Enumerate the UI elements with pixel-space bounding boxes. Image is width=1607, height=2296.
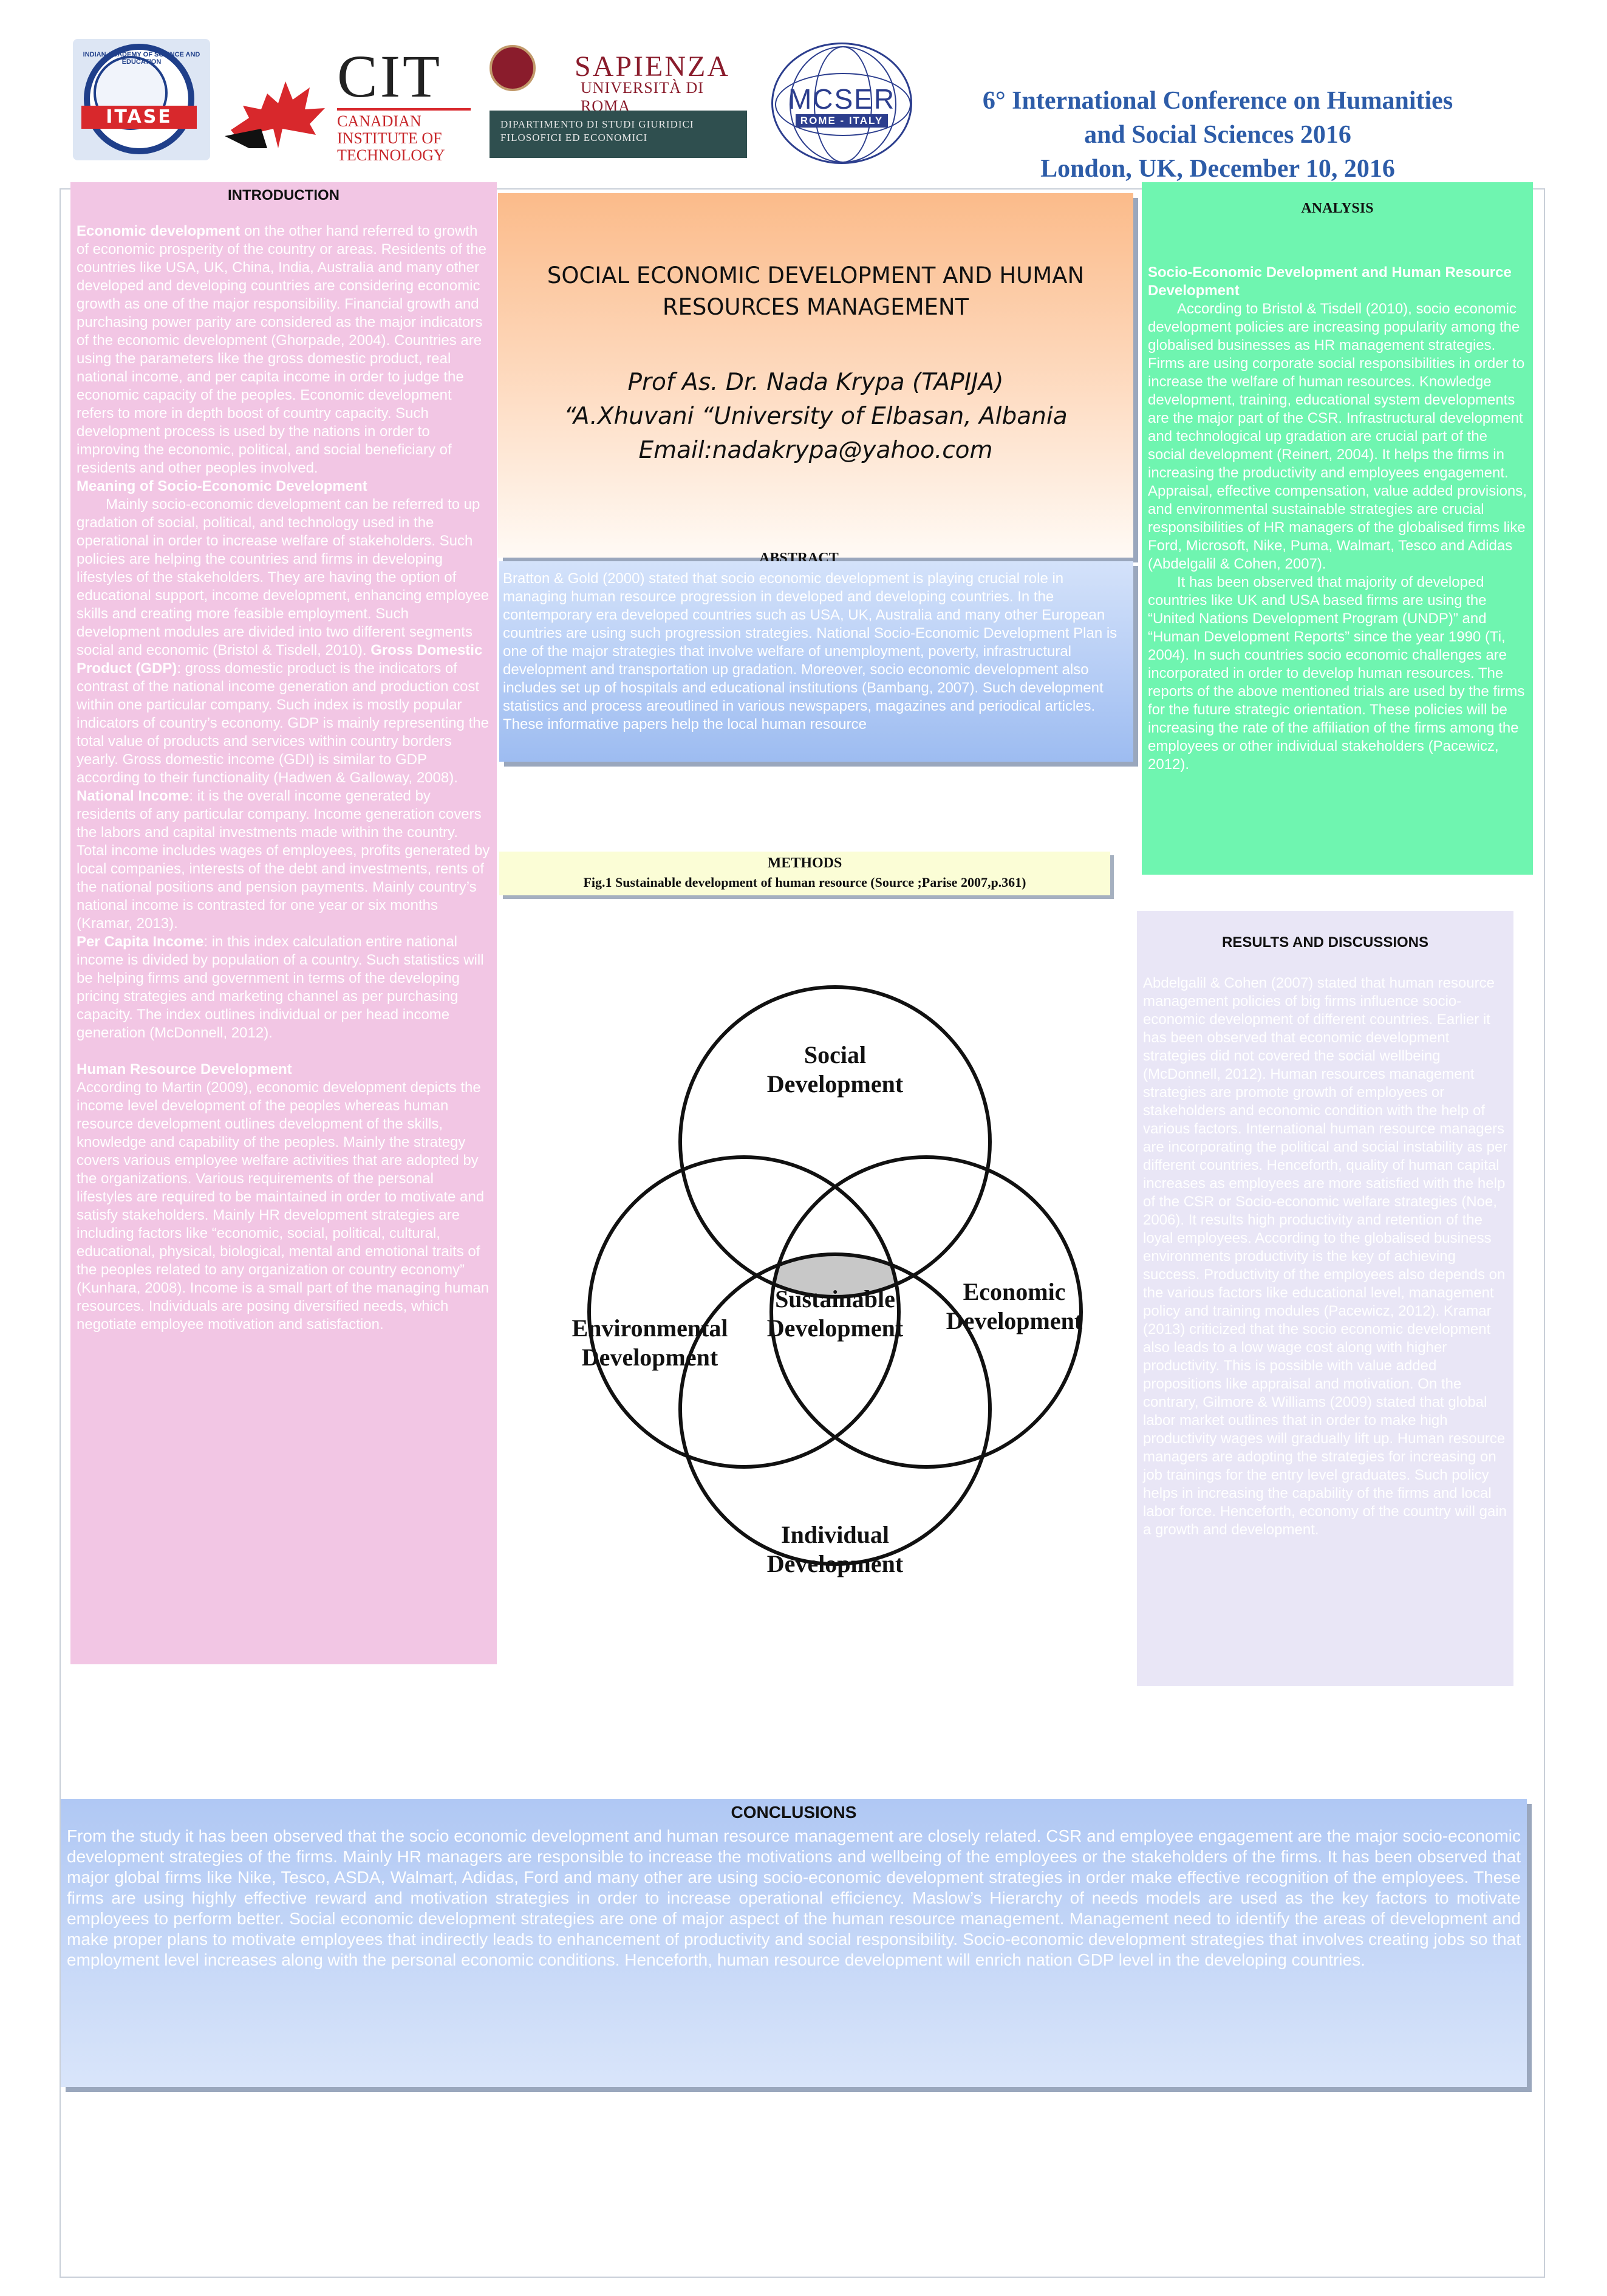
- author-block: Prof As. Dr. Nada Krypa (TAPIJA) “A.Xhuv…: [498, 366, 1133, 468]
- introduction-title: INTRODUCTION: [228, 187, 339, 203]
- author-name: Prof As. Dr. Nada Krypa (TAPIJA): [627, 369, 1004, 396]
- sapienza-logo: SAPIENZA UNIVERSITÀ DI ROMA DIPARTIMENTO…: [490, 45, 747, 158]
- intro-term-gdp: Gross Domestic Product (GDP): [77, 642, 483, 677]
- cit-logo: CIT CANADIAN INSTITUTE OF TECHNOLOGY: [225, 43, 474, 166]
- intro-heading-socio-economic: Meaning of Socio-Economic Development: [77, 478, 367, 494]
- itase-logo: INDIAN ACADEMY OF SCIENCE AND EDUCATION …: [73, 39, 210, 160]
- label-center-1: Sustainable: [775, 1285, 895, 1313]
- itase-ring-text: INDIAN ACADEMY OF SCIENCE AND EDUCATION: [83, 51, 200, 66]
- sapienza-seal-icon: [490, 45, 536, 91]
- intro-paragraph-4: : in this index calculation entire natio…: [77, 934, 484, 1041]
- label-social-1: Social: [804, 1041, 866, 1068]
- venn-diagram: Social Development Economic Development …: [571, 985, 1083, 1577]
- introduction-panel: INTRODUCTION Economic development on the…: [70, 182, 497, 1664]
- label-social-2: Development: [767, 1070, 904, 1098]
- conclusions-panel: CONCLUSIONS From the study it has been o…: [61, 1799, 1527, 2087]
- analysis-paragraph-2: It has been observed that majority of de…: [1148, 574, 1525, 773]
- analysis-paragraph-1: According to Bristol & Tisdell (2010), s…: [1148, 301, 1527, 572]
- intro-paragraph-2b: : gross domestic product is the indicato…: [77, 660, 489, 786]
- introduction-body: Economic development on the other hand r…: [77, 222, 492, 1334]
- mcser-logo: MCSER ROME - ITALY: [771, 43, 912, 164]
- cit-rule: [337, 108, 471, 111]
- poster-title: SOCIAL ECONOMIC DEVELOPMENT AND HUMAN RE…: [498, 260, 1133, 323]
- intro-term-national-income: National Income: [77, 788, 189, 804]
- results-body: Abdelgalil & Cohen (2007) stated that hu…: [1143, 975, 1508, 1538]
- conclusions-title: CONCLUSIONS: [731, 1803, 857, 1822]
- results-title: RESULTS AND DISCUSSIONS: [1221, 934, 1429, 951]
- label-center-2: Development: [767, 1314, 904, 1342]
- sapienza-department: DIPARTIMENTO DI STUDI GIURIDICI FILOSOFI…: [490, 111, 747, 158]
- cit-subtitle: CANADIAN INSTITUTE OF TECHNOLOGY: [337, 112, 445, 164]
- methods-title: METHODS: [767, 855, 842, 871]
- itase-label: ITASE: [81, 106, 197, 129]
- cit-wordmark: CIT: [337, 43, 443, 110]
- author-email: Email:nadakrypa@yahoo.com: [638, 437, 993, 464]
- analysis-body: Socio-Economic Development and Human Res…: [1148, 264, 1528, 774]
- label-environmental-1: Environmental: [571, 1314, 728, 1342]
- poster-title-line-1: SOCIAL ECONOMIC DEVELOPMENT AND HUMAN: [547, 262, 1085, 289]
- label-environmental-2: Development: [582, 1344, 718, 1371]
- intro-term-economic-development: Economic development: [77, 223, 241, 239]
- intro-heading-hrd: Human Resource Development: [77, 1061, 292, 1078]
- venn-circle-environmental: [587, 1155, 901, 1469]
- abstract-body: Bratton & Gold (2000) stated that socio …: [503, 570, 1117, 733]
- methods-panel: METHODS Fig.1 Sustainable development of…: [499, 852, 1110, 895]
- analysis-title: ANALYSIS: [1301, 200, 1374, 216]
- label-economic-2: Development: [946, 1307, 1083, 1334]
- abstract-panel: Bratton & Gold (2000) stated that socio …: [499, 561, 1133, 762]
- sapienza-subtitle: UNIVERSITÀ DI ROMA: [581, 79, 704, 115]
- title-block: SOCIAL ECONOMIC DEVELOPMENT AND HUMAN RE…: [498, 193, 1133, 566]
- figure-caption: Fig.1 Sustainable development of human r…: [583, 875, 1026, 890]
- venn-circle-individual: [678, 1252, 992, 1566]
- conference-line-1: 6° International Conference on Humanitie…: [982, 87, 1453, 115]
- intro-paragraph-5: According to Martin (2009), economic dev…: [77, 1079, 490, 1333]
- sapienza-wordmark: SAPIENZA: [575, 50, 731, 83]
- analysis-heading: Socio-Economic Development and Human Res…: [1148, 264, 1512, 299]
- conference-title: 6° International Conference on Humanitie…: [929, 84, 1506, 186]
- author-affiliation: “A.Xhuvani “University of Elbasan, Alban…: [564, 403, 1068, 430]
- poster-title-line-2: RESOURCES MANAGEMENT: [662, 294, 969, 320]
- poster-frame: [60, 188, 1545, 2278]
- intro-term-per-capita: Per Capita Income: [77, 934, 204, 950]
- venn-circle-economic: [769, 1155, 1083, 1469]
- label-individual-1: Individual: [781, 1521, 889, 1548]
- conference-line-3: London, UK, December 10, 2016: [1040, 155, 1395, 183]
- intro-paragraph-2: Mainly socio-economic development can be…: [77, 496, 490, 658]
- conclusions-body: From the study it has been observed that…: [67, 1826, 1521, 1969]
- label-individual-2: Development: [767, 1550, 904, 1577]
- mcser-subtitle: ROME - ITALY: [796, 114, 888, 128]
- results-panel: RESULTS AND DISCUSSIONS Abdelgalil & Coh…: [1137, 911, 1513, 1686]
- intro-paragraph-3: : it is the overall income generated by …: [77, 788, 490, 932]
- analysis-panel: ANALYSIS Socio-Economic Development and …: [1142, 182, 1533, 875]
- maple-leaf-icon: [225, 81, 325, 148]
- globe-parallel: [775, 73, 911, 136]
- conference-line-2: and Social Sciences 2016: [1084, 121, 1351, 149]
- venn-circle-social: [678, 985, 992, 1299]
- mcser-wordmark: MCSER: [788, 83, 896, 115]
- intro-paragraph-1: on the other hand referred to growth of …: [77, 223, 487, 476]
- label-economic-1: Economic: [963, 1278, 1066, 1305]
